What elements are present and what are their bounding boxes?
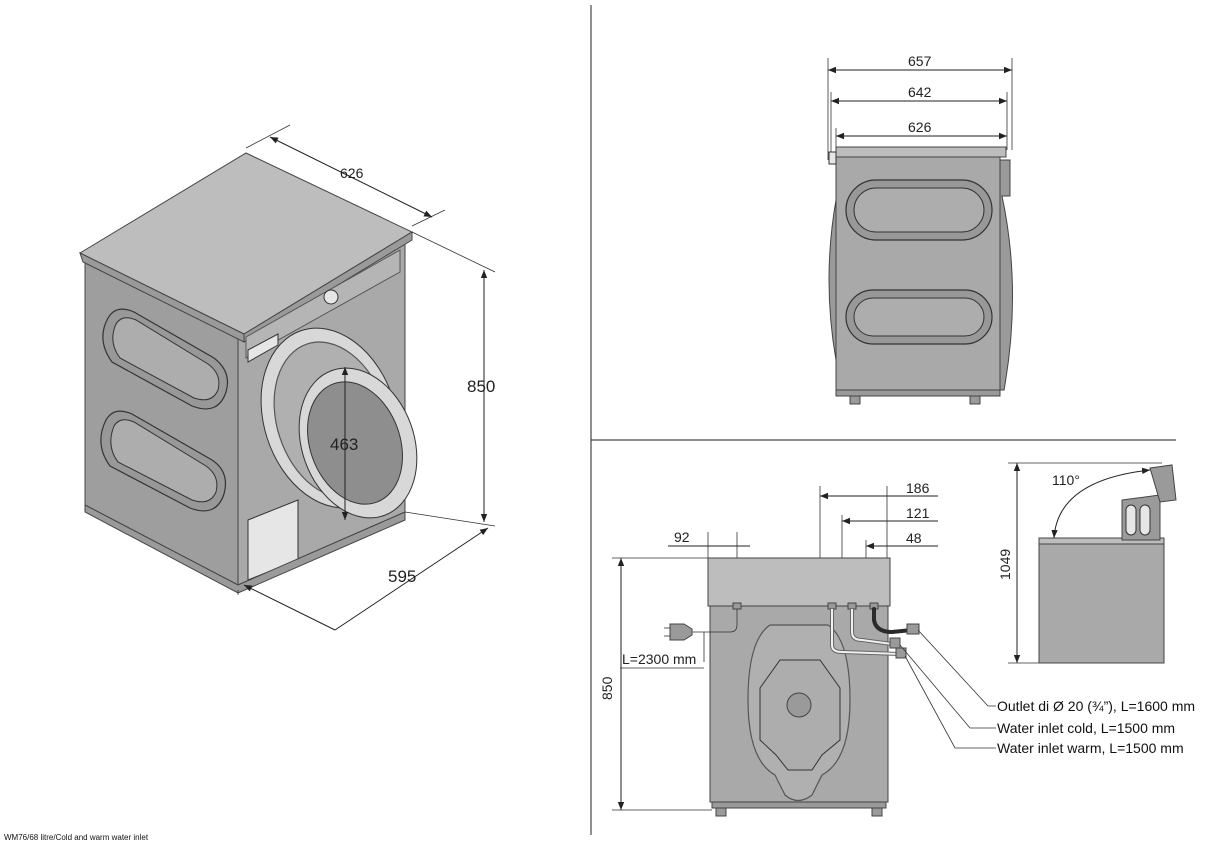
iso-dim-850-ext-top bbox=[411, 231, 496, 273]
lid-dim-1049-label: 1049 bbox=[997, 549, 1013, 580]
side-dim-642-label: 642 bbox=[908, 84, 932, 100]
iso-dim-626-line bbox=[269, 136, 433, 218]
side-foot-right bbox=[969, 395, 981, 405]
rear-base bbox=[711, 801, 887, 809]
rear-foot-left bbox=[715, 807, 727, 817]
rear-foot-right bbox=[871, 807, 883, 817]
isometric-view: 626 850 463 595 bbox=[78, 124, 496, 631]
iso-side-pill-bottom bbox=[100, 410, 227, 512]
callout-warm-inlet: Water inlet warm, L=1500 mm bbox=[997, 740, 1184, 756]
lid-flap bbox=[1149, 464, 1177, 503]
rear-power-cable bbox=[692, 609, 738, 633]
iso-dim-850-ext-bottom bbox=[404, 511, 496, 527]
rear-dim-92-label: 92 bbox=[674, 529, 690, 545]
lid-body bbox=[1038, 541, 1165, 664]
rear-dim-186-label: 186 bbox=[906, 480, 930, 496]
iso-program-knob bbox=[323, 289, 339, 305]
iso-dim-850-label: 850 bbox=[467, 377, 495, 396]
callout-cold-inlet: Water inlet cold, L=1500 mm bbox=[997, 720, 1175, 736]
lid-view: 1049 110° bbox=[997, 462, 1177, 664]
iso-dim-595-label: 595 bbox=[388, 567, 416, 586]
iso-base bbox=[84, 504, 406, 594]
lid-angle-arc bbox=[1051, 467, 1151, 539]
side-dim-626-label: 626 bbox=[908, 119, 932, 135]
rear-drain-port bbox=[786, 692, 812, 718]
rear-dim-850-label: 850 bbox=[599, 676, 615, 700]
rear-top-panel bbox=[707, 557, 891, 607]
iso-dim-595-line bbox=[243, 584, 336, 631]
iso-dim-595-line2 bbox=[334, 527, 489, 631]
side-dim-657-label: 657 bbox=[908, 53, 932, 69]
iso-side-pill-top bbox=[102, 308, 229, 410]
side-view: 657 642 626 bbox=[827, 53, 1014, 405]
caption: WM76/68 litre/Cold and warm water inlet bbox=[4, 833, 149, 842]
side-door-bulge bbox=[999, 159, 1014, 391]
lid-top bbox=[1038, 537, 1165, 545]
iso-detergent-drawer bbox=[247, 333, 279, 363]
side-base bbox=[835, 389, 1001, 397]
rear-view: 850 92 186 121 48 bbox=[599, 480, 1195, 817]
iso-door-glass bbox=[307, 381, 403, 505]
rear-dim-48-label: 48 bbox=[906, 530, 922, 546]
side-top-panel bbox=[835, 146, 1007, 158]
side-pill-top bbox=[845, 179, 993, 241]
rear-outlet-hose bbox=[872, 607, 914, 635]
side-knob bbox=[828, 151, 837, 165]
side-pill-bottom bbox=[845, 289, 993, 345]
iso-dim-626-ext-left bbox=[245, 124, 291, 149]
rear-dim-121-label: 121 bbox=[906, 505, 930, 521]
iso-dim-463-label: 463 bbox=[330, 435, 358, 454]
iso-dim-626-label: 626 bbox=[340, 165, 364, 181]
rear-cable-label: L=2300 mm bbox=[622, 651, 696, 667]
side-foot-left bbox=[849, 395, 861, 405]
rear-power-plug bbox=[669, 623, 693, 641]
lid-angle-label: 110° bbox=[1052, 472, 1080, 488]
callout-outlet: Outlet di Ø 20 (¾”), L=1600 mm bbox=[997, 698, 1195, 714]
side-front-bulge bbox=[828, 199, 837, 361]
iso-dim-626-ext-right bbox=[411, 209, 446, 227]
iso-control-panel bbox=[245, 249, 401, 359]
